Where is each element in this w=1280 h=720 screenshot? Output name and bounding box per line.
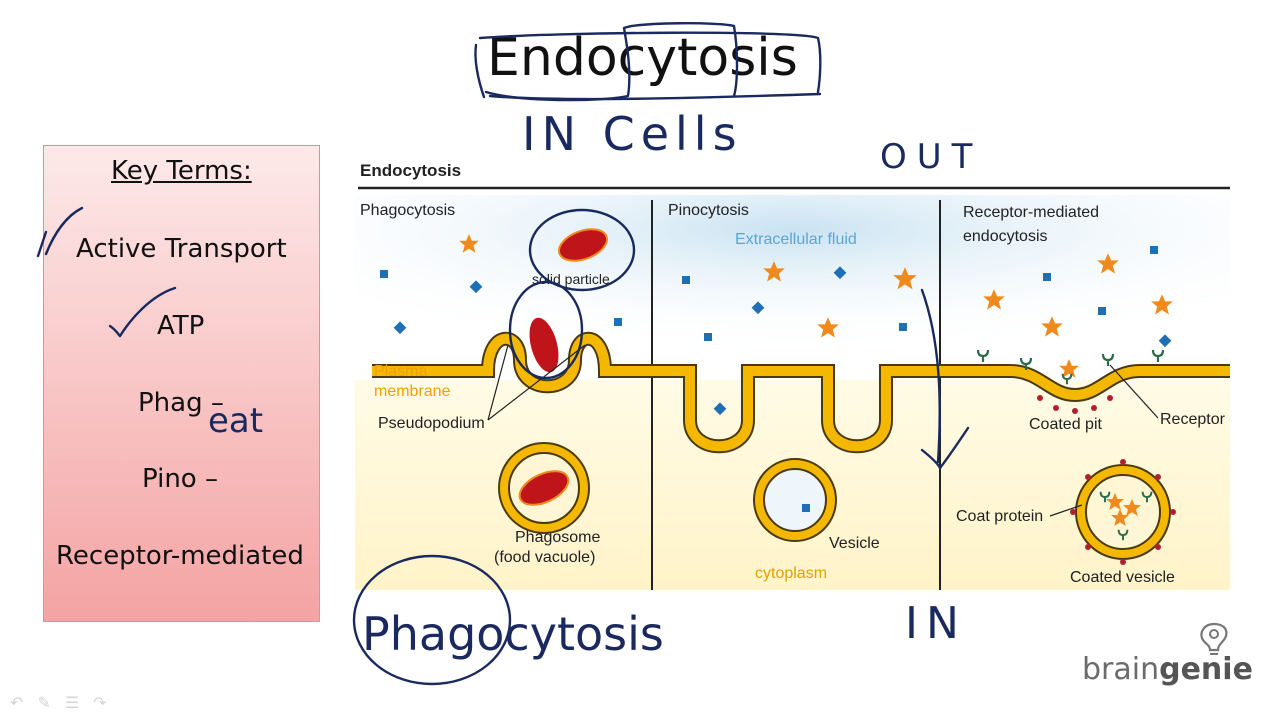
undo-icon[interactable]: ↶ [10,695,38,712]
coated-pit-label: Coated pit [1029,416,1102,433]
pseudopodium-pointer-1 [487,344,509,421]
vesicle [755,460,835,540]
pseudopodium-label: Pseudopodium [378,415,485,432]
coat-protein-label: Coat protein [956,508,1043,525]
vesicle-label: Vesicle [829,535,880,552]
page-title: Endocytosis [487,28,798,88]
vesicle-solute [802,504,810,512]
key-term-active-transport: Active Transport [76,234,287,264]
phagocytosis-annotation: Phagocytosis [362,607,664,661]
key-term-pino: Pino – [142,464,218,494]
plasma-membrane-label-1: Plasma [374,363,427,380]
check-active-transport [36,206,84,258]
in-cells-annotation: IN Cells [522,107,743,161]
section-receptor-line1: Receptor-mediated [963,204,1099,221]
diagram-header: Endocytosis [360,161,461,180]
plasma-membrane-label-2: membrane [374,383,451,400]
coated-pit-spikes [1037,395,1113,414]
menu-icon[interactable]: ☰ [64,695,94,712]
coated-vesicle-label: Coated vesicle [1070,569,1175,586]
receptor-pointer [1109,364,1159,419]
engulfed-particle [529,317,559,373]
key-term-atp: ATP [157,311,205,341]
brain-lightbulb-icon [1200,622,1228,655]
brand-part1: brain [1082,652,1160,687]
coated-vesicle [1077,466,1169,558]
title-box-ink [474,31,822,101]
plasma-membrane [372,333,1230,452]
section-receptor-line2: endocytosis [963,228,1048,245]
pseudopodium-pointer-2 [487,344,586,421]
coat-protein-pointer [1049,504,1083,517]
key-terms-heading: Key Terms: [111,156,252,186]
brand-part2: genie [1159,652,1253,687]
out-annotation: OUT [880,137,982,177]
coat-protein-spikes [1070,459,1176,565]
brand-logo: braingenie [1082,652,1253,687]
receptor-label: Receptor [1160,411,1226,428]
key-term-phag: Phag – [138,388,224,418]
solid-particle-label: solid particle [532,271,610,287]
eat-annotation: eat [208,401,263,441]
solid-particle-circle [528,208,636,292]
phagosome-particle [518,470,570,506]
section-pinocytosis: Pinocytosis [668,202,749,219]
in-annotation: IN [905,598,967,649]
phagosome [500,444,588,532]
arrow-down-ink [920,288,970,470]
redo-icon[interactable]: ↷ [93,695,121,712]
key-term-receptor-mediated: Receptor-mediated [56,541,304,571]
phagosome-label-1: Phagosome [515,529,600,546]
extracellular-fluid-label: Extracellular fluid [735,231,857,248]
title-split-ink [484,22,739,102]
check-atp [108,286,177,338]
extracellular-background [355,195,1230,370]
pen-icon[interactable]: ✎ [37,695,65,712]
engulfed-particle-circle [508,280,584,380]
cytoplasm-label: cytoplasm [755,565,827,582]
toolbar-icons[interactable]: ↶✎☰↷ [10,693,121,713]
solid-particle [558,228,608,262]
phagocytosis-circle [352,554,512,686]
key-terms-panel: Key Terms: Active Transport ATP Phag – P… [43,145,320,622]
phagosome-label-2: (food vacuole) [494,549,595,566]
section-phagocytosis: Phagocytosis [360,202,455,219]
